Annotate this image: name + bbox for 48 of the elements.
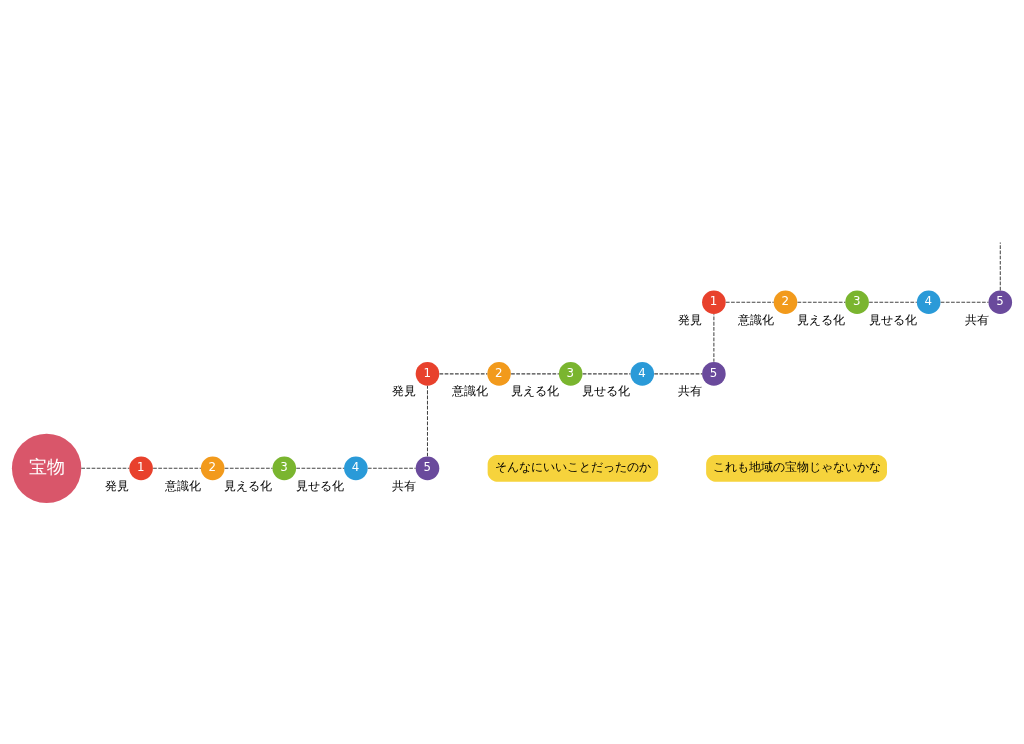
node-circle: 1 <box>702 289 726 314</box>
label: これも地域の宝物じゃないかな <box>712 459 881 474</box>
node-circle: 4 <box>916 289 941 314</box>
connector <box>940 301 989 303</box>
node-label: 見せる化 <box>296 478 345 493</box>
node-circle: 2 <box>487 361 511 386</box>
node-circle: 1 <box>415 361 440 386</box>
connector <box>868 301 918 303</box>
connector <box>224 467 273 469</box>
node-label: 見せる化 <box>582 383 631 398</box>
node-circle: 3 <box>845 289 869 314</box>
connector <box>80 467 130 469</box>
node-label: 共有 <box>964 312 989 327</box>
node-label: 見える化 <box>224 478 273 493</box>
node-circle: 4 <box>630 361 655 386</box>
connector <box>367 467 417 469</box>
node-circle: 5 <box>415 456 440 480</box>
node-circle: 3 <box>558 361 583 386</box>
node-circle: 2 <box>200 456 225 480</box>
node-label: 意識化 <box>451 383 488 398</box>
node-label: 発見 <box>105 478 130 493</box>
connector <box>510 372 560 374</box>
node-label: 意識化 <box>737 312 774 327</box>
node-circle: 2 <box>773 289 798 314</box>
node-circle: 5 <box>702 361 726 386</box>
node-label: 発見 <box>678 312 703 327</box>
connector <box>725 301 775 303</box>
connector <box>295 467 345 469</box>
connector <box>439 372 488 374</box>
node-label: 見える化 <box>510 383 559 398</box>
node-circle: 3 <box>272 456 297 480</box>
connector <box>797 301 846 303</box>
label: そんなにいいことだったのか <box>494 459 651 474</box>
node-label: 見える化 <box>797 312 846 327</box>
node-circle: 1 <box>129 456 153 480</box>
connector <box>582 372 631 374</box>
node-label: 意識化 <box>165 478 202 493</box>
connector <box>152 467 202 469</box>
connector <box>999 241 1001 291</box>
connector <box>713 313 715 362</box>
node-circle: 5 <box>988 289 1013 314</box>
node-label: 発見 <box>391 383 416 398</box>
connector <box>653 372 703 374</box>
node-label: 共有 <box>678 383 703 398</box>
node-label: 共有 <box>391 478 416 493</box>
node-circle: 宝物 <box>11 433 82 503</box>
node-circle: 4 <box>344 456 368 480</box>
node-label: 見せる化 <box>868 312 917 327</box>
